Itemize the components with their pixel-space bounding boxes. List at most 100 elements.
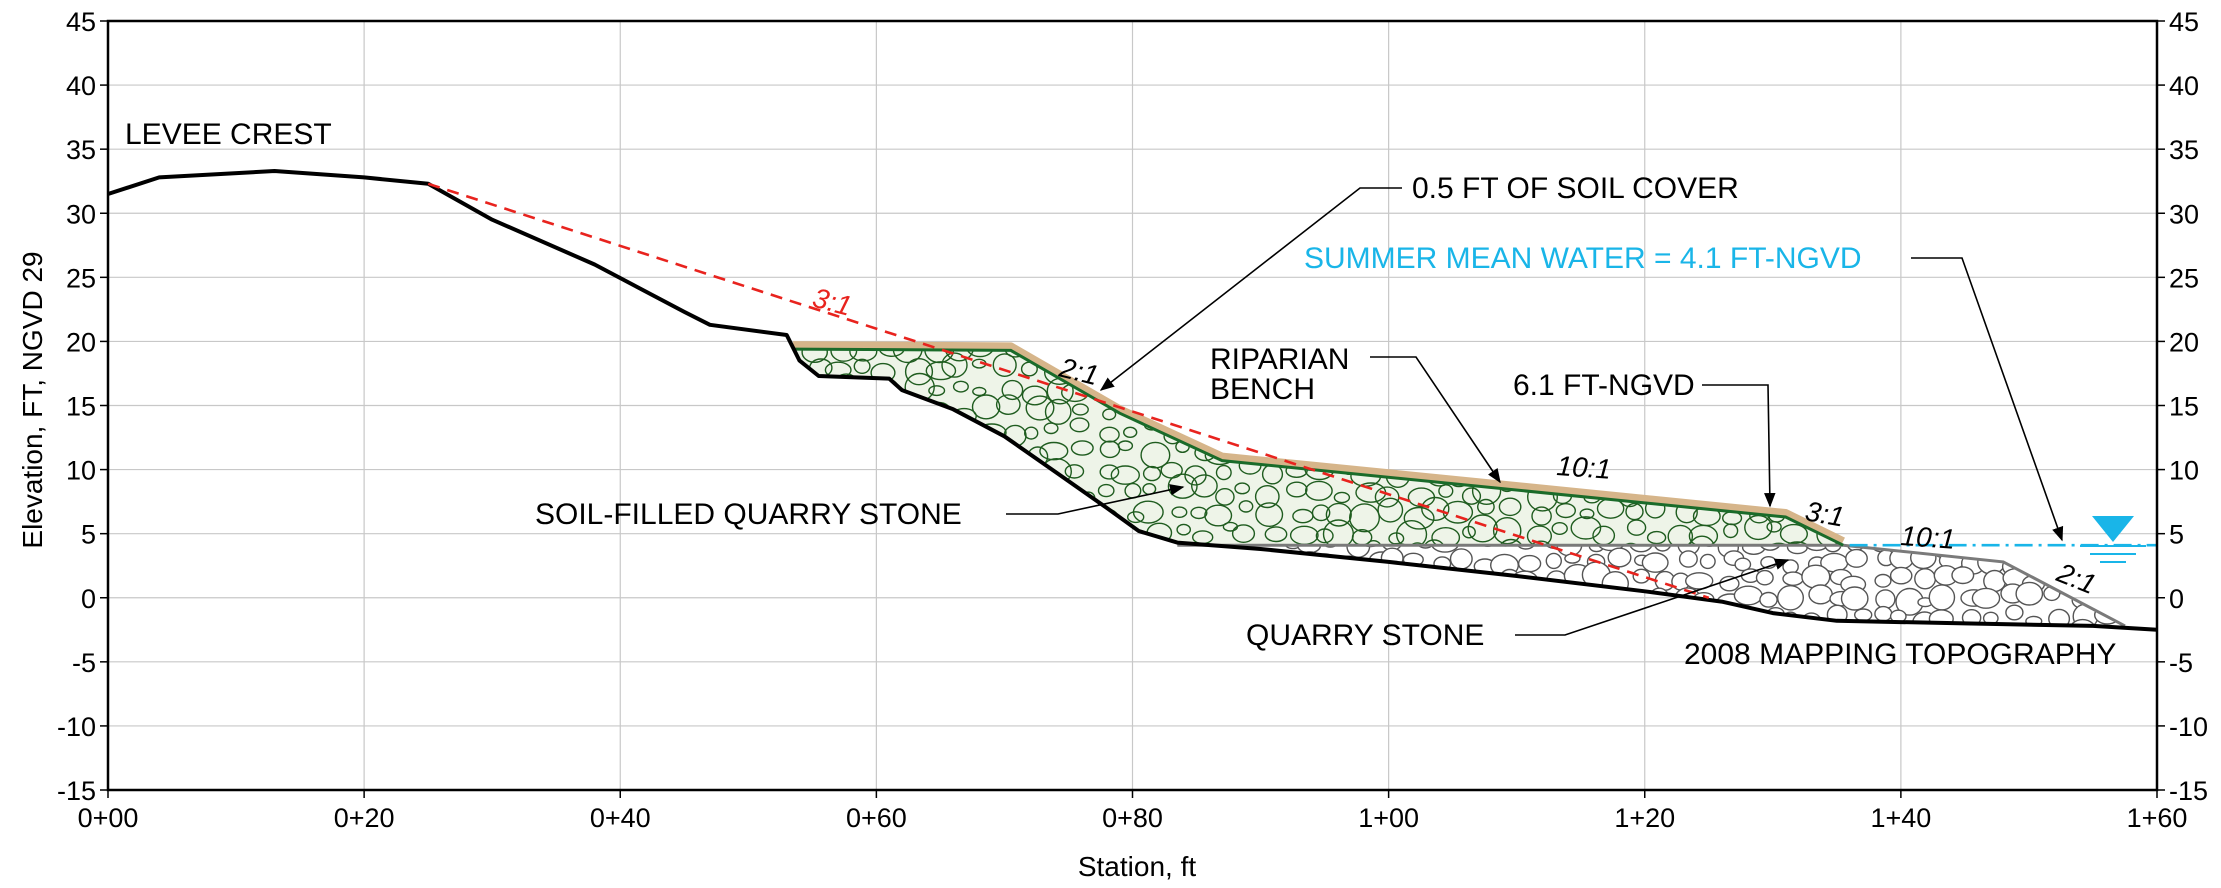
stone: [1831, 395, 1844, 420]
stone: [995, 394, 1021, 415]
stone: [1334, 422, 1353, 435]
stone: [1580, 349, 1596, 359]
stone: [851, 444, 877, 467]
y-tick-label-right: 0: [2169, 584, 2184, 614]
stone: [846, 386, 873, 405]
y-tick-label-right: -10: [2169, 712, 2208, 742]
stone: [1097, 547, 1120, 566]
stone: [1188, 549, 1205, 565]
stone: [1030, 487, 1045, 502]
stone: [1673, 444, 1700, 464]
stone: [1620, 542, 1641, 546]
stone: [2092, 590, 2118, 609]
stone: [1231, 524, 1256, 543]
stone: [1209, 624, 1228, 626]
stone: [940, 419, 968, 443]
riparian-bench-label-line1: RIPARIAN: [1210, 343, 1349, 376]
soil-cover-label: 0.5 FT OF SOIL COVER: [1412, 172, 1739, 205]
stone: [1816, 354, 1844, 375]
x-tick-label: 0+20: [334, 803, 395, 833]
stone: [1126, 511, 1145, 524]
stone: [1142, 465, 1162, 482]
stone: [1437, 446, 1456, 461]
stone: [1794, 349, 1820, 358]
stone: [1951, 566, 1975, 585]
stone: [1630, 349, 1647, 351]
stone: [1147, 539, 1167, 546]
material-fills: [793, 341, 2126, 628]
stone: [876, 542, 895, 546]
stone: [1766, 364, 1781, 377]
stone: [1663, 349, 1692, 363]
stone: [1652, 625, 1668, 626]
stone: [1448, 349, 1478, 365]
stone: [1097, 483, 1115, 498]
stone: [928, 385, 946, 397]
stone: [1216, 609, 1239, 624]
stone: [971, 483, 996, 499]
y-tick-label-right: 5: [2169, 520, 2184, 550]
stone: [978, 444, 1003, 461]
stone: [1793, 364, 1812, 378]
stone: [1526, 525, 1552, 546]
stone: [1378, 421, 1409, 443]
stone: [1699, 606, 1724, 623]
stone: [1359, 349, 1390, 369]
stone: [981, 546, 1001, 559]
stone: [950, 456, 982, 479]
stone: [1783, 541, 1812, 546]
stone: [1545, 552, 1563, 570]
stone: [943, 483, 966, 499]
stone: [1348, 503, 1380, 533]
stone: [1819, 482, 1834, 494]
stone: [1579, 508, 1595, 520]
stone: [905, 439, 925, 454]
stone: [1477, 422, 1506, 447]
stone: [878, 349, 905, 358]
stone: [1325, 502, 1352, 527]
y-tick-label-right: -15: [2169, 776, 2208, 806]
stone: [971, 394, 1001, 420]
stone: [1177, 572, 1189, 587]
stone: [1614, 457, 1638, 477]
stone: [1763, 542, 1795, 546]
stone: [1099, 440, 1121, 459]
stone: [1473, 459, 1500, 482]
stone: [1365, 540, 1382, 546]
stone: [1688, 535, 1716, 546]
x-tick-label: 1+20: [1614, 803, 1675, 833]
stone: [1215, 487, 1235, 506]
stone: [1797, 445, 1818, 463]
stone: [1344, 407, 1358, 420]
stone: [1632, 568, 1651, 584]
stone: [1099, 464, 1120, 480]
y-tick-label-left: 35: [66, 135, 96, 165]
x-tick-label: 0+80: [1102, 803, 1163, 833]
stone: [1743, 464, 1767, 487]
stone: [1720, 461, 1749, 481]
stone: [801, 349, 829, 363]
stone: [1320, 542, 1341, 548]
stone: [827, 445, 842, 456]
stone: [1102, 408, 1117, 421]
stone: [793, 435, 812, 456]
levee-crest-label: LEVEE CREST: [125, 118, 332, 151]
y-axis-title: Elevation, FT, NGVD 29: [17, 251, 48, 548]
stone: [1641, 552, 1669, 573]
soil-filled-quarry-stone-label: SOIL-FILLED QUARRY STONE: [535, 498, 962, 531]
stone: [1538, 604, 1559, 624]
stone: [1649, 349, 1679, 369]
stone: [1817, 425, 1833, 437]
stone: [1302, 593, 1323, 607]
y-tick-label-right: 20: [2169, 327, 2199, 357]
stone: [1839, 421, 1844, 441]
stone: [1111, 377, 1134, 393]
stone: [1998, 542, 2017, 547]
stone: [952, 380, 969, 393]
stone: [1505, 451, 1520, 462]
stone: [808, 393, 840, 416]
stone: [1719, 575, 1740, 592]
stone: [1449, 421, 1471, 438]
stone: [1763, 405, 1779, 416]
